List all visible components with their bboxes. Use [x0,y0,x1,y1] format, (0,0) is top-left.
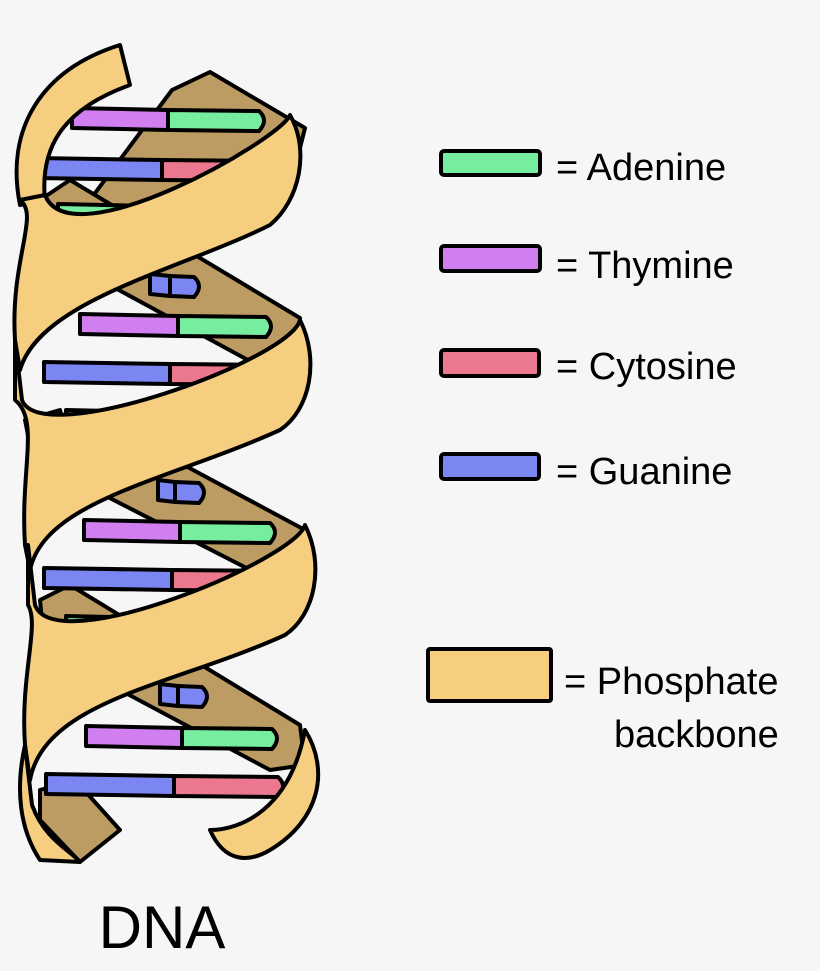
base-adenine [166,108,266,133]
base-guanine [173,480,206,505]
base-guanine [42,360,172,386]
backbone-front-segment [13,318,313,572]
base-adenine [176,314,273,339]
legend-label-phosphate: = Phosphate [564,661,778,703]
base-adenine [178,520,277,545]
base-guanine [148,272,172,298]
legend-label-backbone: backbone [614,714,779,756]
base-thymine [70,106,170,132]
base-cytosine [172,774,285,799]
legend-swatch-thymine [439,244,542,273]
base-guanine [44,772,176,798]
base-guanine [168,274,201,299]
legend-swatch-cytosine [439,348,541,378]
legend-item-cytosine: = Cytosine [439,346,737,388]
legend-swatch-guanine [439,452,541,481]
backbone-front-segment [22,523,318,782]
base-thymine [78,312,180,338]
base-thymine [82,518,182,544]
legend-swatch-backbone [426,647,553,703]
base-guanine [158,682,180,708]
legend-item-adenine: = Adenine [439,147,726,189]
legend-item-thymine: = Thymine [439,244,734,287]
backbone-front-strand [12,43,321,864]
legend-swatch-adenine [439,149,542,177]
base-guanine [176,684,209,709]
backbone-front-segment [18,743,82,864]
base-guanine [156,478,177,504]
legend-label-thymine: = Thymine [556,245,734,287]
legend-item-guanine: = Guanine [439,451,732,493]
backbone-front-segment [14,43,132,207]
backbone-front-segment [12,113,303,372]
legend-label-adenine: = Adenine [556,147,726,189]
base-guanine [42,566,174,592]
diagram-title: DNA [99,894,226,961]
legend-item-backbone: = Phosphate backbone [426,647,779,756]
backbone-front-segment [208,728,321,860]
legend-label-cytosine: = Cytosine [556,346,737,388]
base-guanine [34,156,164,182]
legend: = Adenine = Thymine = Cytosine = Guanine… [426,147,779,756]
legend-label-guanine: = Guanine [556,451,732,493]
base-adenine [180,726,279,751]
base-thymine [84,724,184,750]
